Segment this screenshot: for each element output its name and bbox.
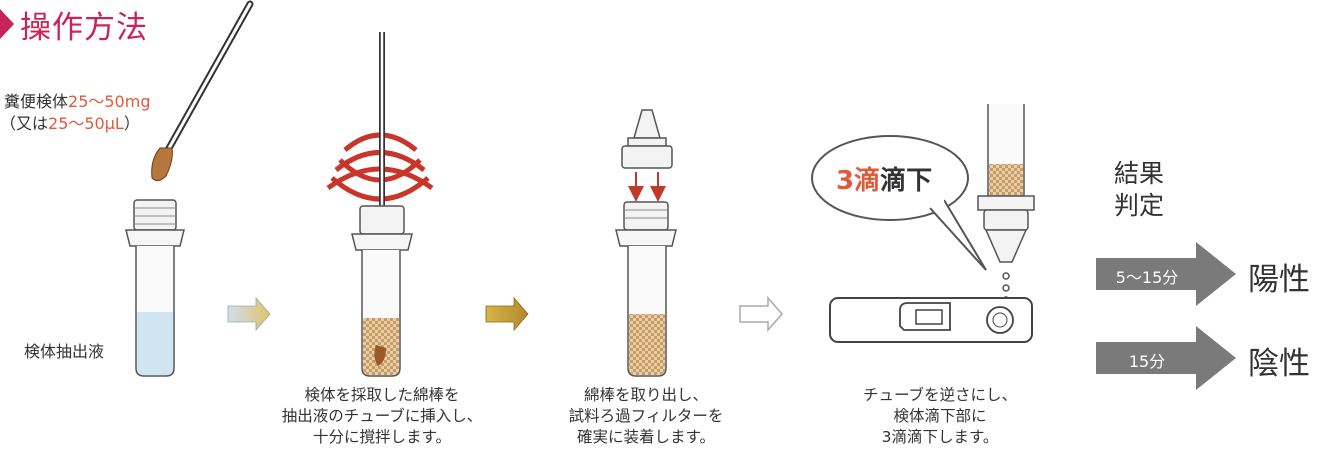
step4-inverted-tube [977, 104, 1035, 304]
sample-alt-amount-label: （又は25〜50μL） [0, 114, 140, 133]
step4-test-cassette [829, 297, 1033, 343]
step1-tube [125, 199, 185, 377]
step3-caption: 綿棒を取り出し、 試料ろ過フィルターを 確実に装着します。 [568, 386, 724, 446]
negative-time-label: 15分 [1128, 352, 1166, 371]
step-arrow-3 [739, 296, 783, 332]
negative-result-label: 陰性 [1248, 346, 1310, 382]
extraction-liquid-label: 検体抽出液 [24, 342, 105, 361]
positive-time-label: 5〜15分 [1115, 268, 1179, 287]
step2-caption: 検体を採取した綿棒を 抽出液のチューブに挿入し、 十分に撹拌します。 [281, 386, 483, 446]
section-title: 操作方法 [0, 2, 148, 46]
step2-tube-with-swab [326, 32, 434, 377]
step3-filter-and-tube [615, 109, 677, 377]
positive-result-arrow [1096, 242, 1236, 306]
sample-amount-label: 糞便検体25〜50mg [4, 92, 151, 111]
step4-speech-bubble [811, 135, 987, 271]
step-arrow-2 [485, 296, 529, 332]
result-heading: 結果 判定 [1114, 159, 1165, 220]
positive-result-label: 陽性 [1248, 262, 1310, 298]
step-arrow-1 [227, 296, 271, 332]
negative-result-arrow [1096, 326, 1236, 390]
page-title: 操作方法 [20, 9, 148, 46]
drop-count-text: 3滴滴下 [836, 166, 933, 196]
step1-swab-stick [151, 0, 254, 182]
step4-caption: チューブを逆さにし、 検体滴下部に 3滴滴下します。 [862, 386, 1018, 446]
